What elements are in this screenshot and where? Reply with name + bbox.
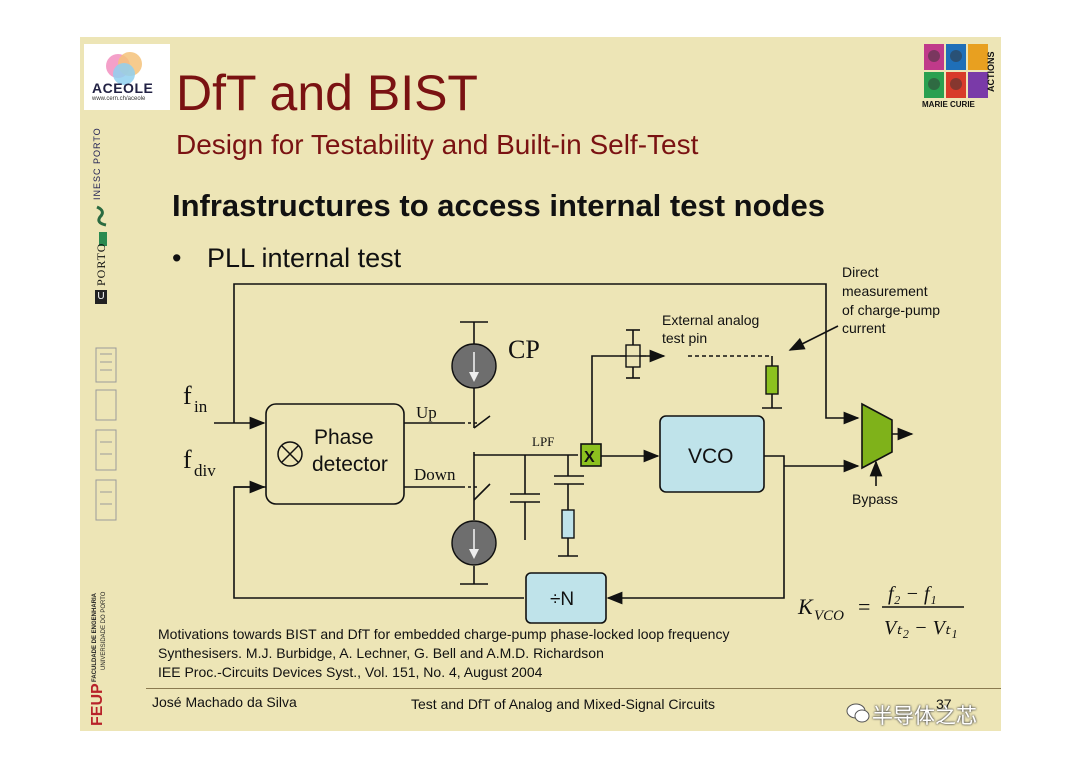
uporto-mark: U [95,290,107,304]
building-illustration [95,347,117,521]
marie-curie-text: MARIE CURIE [922,100,975,109]
marie-curie-logo [924,44,988,98]
reference-line-1: Motivations towards BIST and DfT for emb… [158,626,730,642]
divider-block [525,572,607,624]
switch-label: X [584,449,595,466]
formula-k-sub: VCO [814,608,844,624]
bypass-mux [861,402,893,470]
aceole-circles-icon [106,52,142,85]
phase-detector-block [265,403,405,505]
measurement-resistor [765,365,779,395]
direct-label-4: current [842,320,886,336]
wechat-icon [846,703,870,723]
footer-divider [146,688,1001,689]
bullet-text: PLL internal test [206,243,402,273]
bullet-item: • PLL internal test [172,243,401,274]
ext-pin-label-2: test pin [662,330,707,346]
divider-label: ÷N [550,589,574,610]
cp-up-current-source-icon [451,343,497,389]
phase-label: Phase [314,426,374,449]
vco-block [659,415,765,493]
footer-page-number: 37 [936,696,952,712]
formula-eq: = [858,594,870,619]
cp-label: CP [508,335,540,364]
cp-down-current-source-icon [451,520,497,566]
formula-k: K [797,594,814,619]
aceole-name: ACEOLE [92,80,154,96]
slide-title: DfT and BIST [176,65,478,121]
slide-subtitle: Design for Testability and Built-in Self… [176,129,699,160]
up-label: Up [416,403,437,422]
ext-pin-label-1: External analog [662,312,759,328]
down-label: Down [414,465,456,484]
fdiv-sub: div [194,461,216,480]
slide-heading: Infrastructures to access internal test … [172,188,825,223]
reference-line-3: IEE Proc.-Circuits Devices Syst., Vol. 1… [158,664,543,680]
watermark-text: 半导体之芯 [872,705,977,728]
inesc-bar [99,232,107,246]
reference: Motivations towards BIST and DfT for emb… [158,625,729,682]
footer-course: Test and DfT of Analog and Mixed-Signal … [411,696,716,712]
aceole-url: www.cern.ch/aceole [92,96,146,102]
mixer-icon [277,441,303,467]
lpf-label: LPF [532,434,554,449]
bypass-label: Bypass [852,491,898,507]
fin-bypass-wire [233,283,860,425]
aceole-logo [84,44,170,110]
direct-label-2: measurement [842,283,928,299]
direct-label-1: Direct [842,264,879,280]
inesc-symbol-icon [96,205,107,227]
fdiv-label: f [183,445,192,474]
detector-label: detector [312,453,388,476]
formula-num: f₂ − f₁ [888,583,937,605]
vco-feedback-wire [606,455,785,605]
direct-label-3: of charge-pump [842,302,940,318]
fin-label: f [183,381,192,410]
bullet-marker: • [172,243,182,273]
lpf-resistor [561,509,575,539]
formula-den: Vₜ₂ − Vₜ₁ [884,617,958,639]
footer-author: José Machado da Silva [152,694,297,710]
test-switch [580,443,602,467]
reference-line-2: Synthesisers. M.J. Burbidge, A. Lechner,… [158,645,604,661]
vco-label: VCO [688,445,734,468]
fin-sub: in [194,397,208,416]
